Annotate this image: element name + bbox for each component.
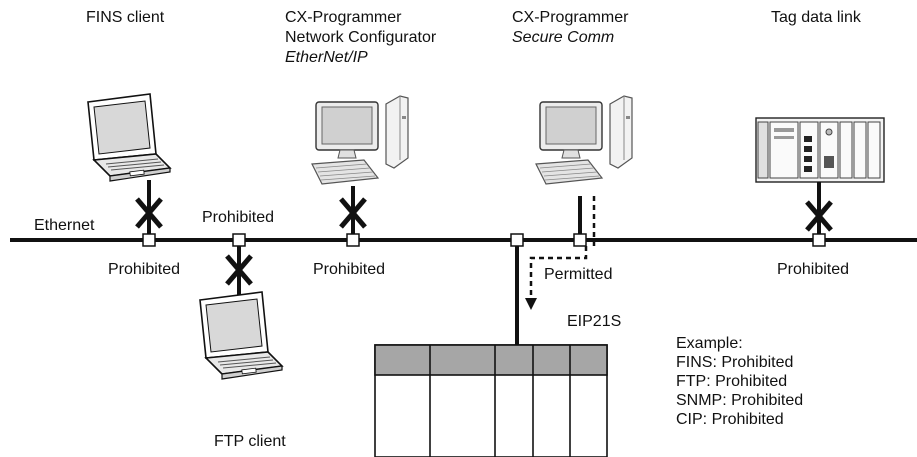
port-node — [232, 233, 246, 247]
ftp-client-laptop-icon — [199, 291, 283, 380]
ftp-prohibited-label: Prohibited — [202, 209, 275, 226]
secure-comm-label: Secure Comm — [512, 29, 615, 46]
cx-programmer-desktop-icon — [311, 95, 409, 185]
eip21s-label: EIP21S — [567, 313, 622, 330]
tag-data-link-label: Tag data link — [771, 9, 861, 26]
port-node — [510, 233, 524, 247]
fins-client-label: FINS client — [86, 9, 165, 26]
example-title: Example: — [676, 335, 743, 352]
port-node — [346, 233, 360, 247]
eip21s-plc-unit-icon — [374, 344, 608, 457]
tag-prohibited-label: Prohibited — [777, 261, 850, 278]
cx-programmer-secure-label: CX-Programmer — [512, 9, 629, 26]
permitted-label: Permitted — [544, 266, 613, 283]
plc-rack-icon — [755, 117, 885, 183]
example-box: Example: FINS: Prohibited FTP: Prohibite… — [676, 334, 803, 429]
example-line: FTP: Prohibited — [676, 373, 788, 390]
cx-programmer-label: CX-Programmer — [285, 9, 402, 26]
ethernet-ip-label: EtherNet/IP — [285, 49, 368, 66]
cx-programmer-secure-desktop-icon — [535, 95, 633, 185]
ethernet-label: Ethernet — [34, 217, 95, 234]
port-node — [573, 233, 587, 247]
example-line: CIP: Prohibited — [676, 411, 784, 428]
network-configurator-label: Network Configurator — [285, 29, 437, 46]
ftp-client-label: FTP client — [214, 433, 286, 450]
cx-prohibited-label: Prohibited — [313, 261, 386, 278]
example-line: FINS: Prohibited — [676, 354, 794, 371]
fins-prohibited-label: Prohibited — [108, 261, 181, 278]
example-line: SNMP: Prohibited — [676, 392, 804, 409]
port-node — [142, 233, 156, 247]
port-node — [812, 233, 826, 247]
fins-client-laptop-icon — [87, 93, 171, 182]
